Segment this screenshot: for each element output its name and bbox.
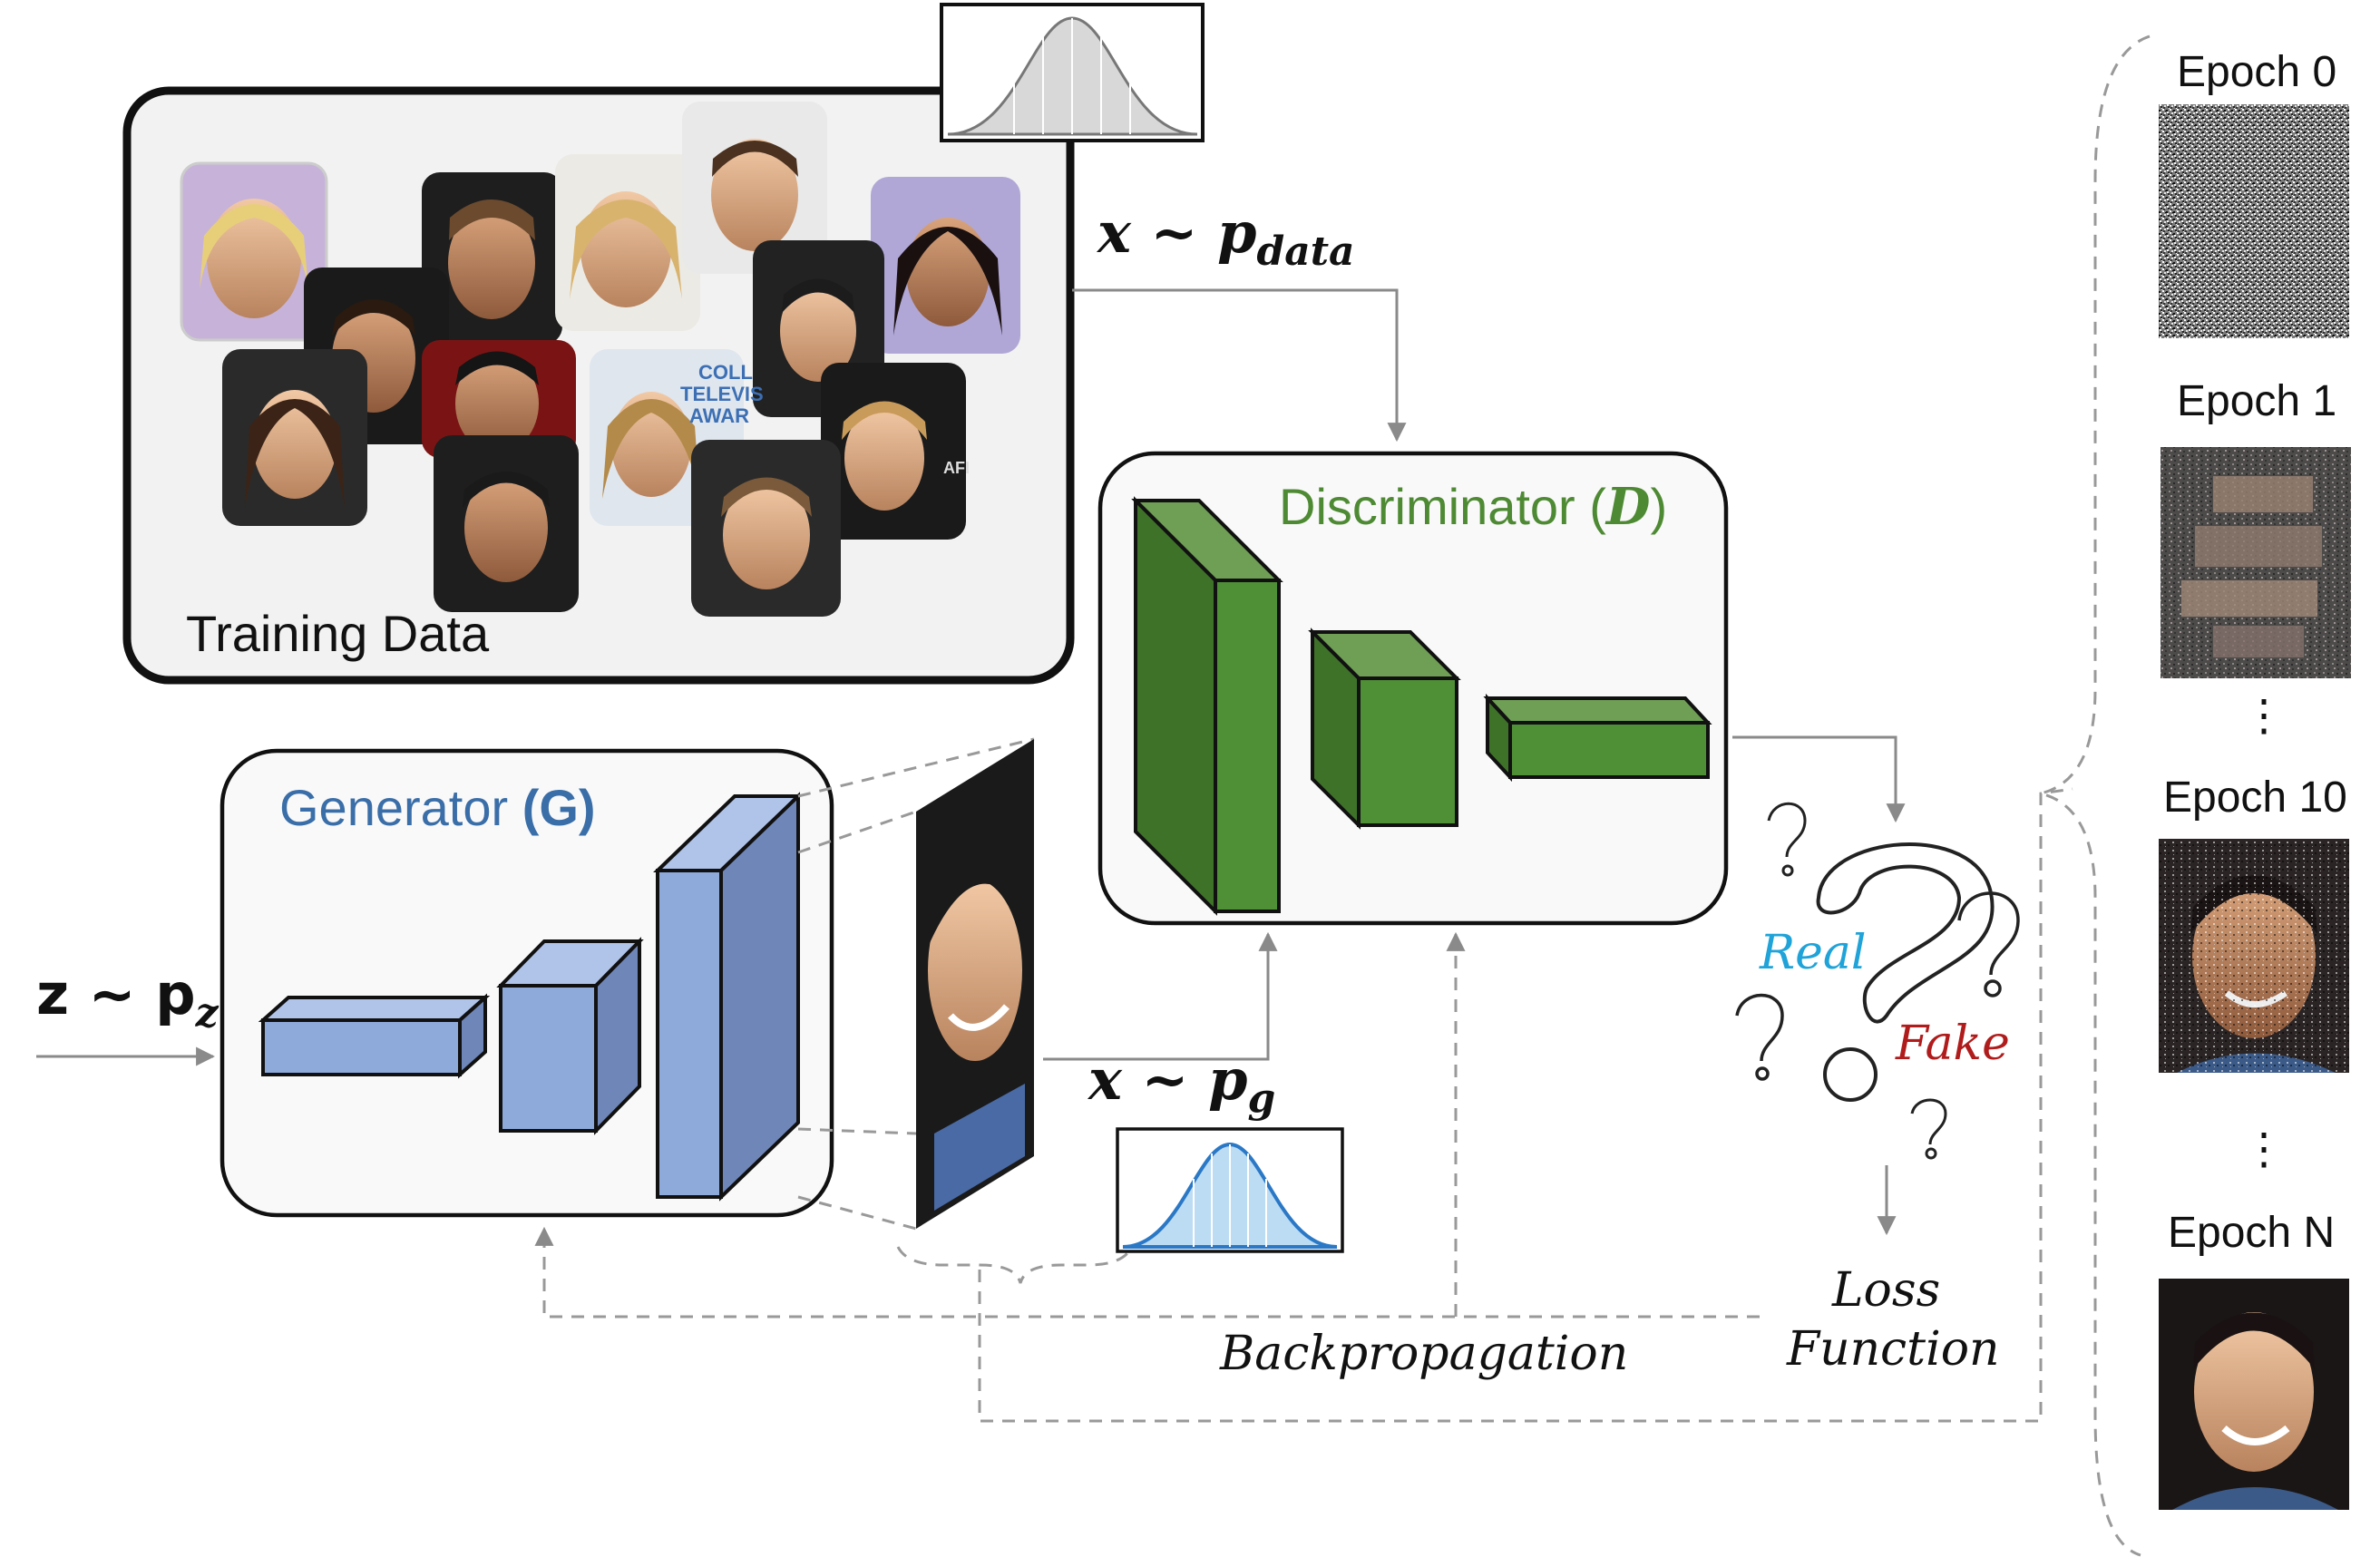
epoch-n-label: Epoch N (2168, 1209, 2335, 1257)
discriminator-title: Discriminator (D) (1279, 477, 1667, 537)
face-photo-icon (555, 154, 700, 331)
face-photo-icon (180, 161, 328, 342)
loss-function-line2: Function (1786, 1322, 2000, 1377)
bell-curve-icon (947, 16, 1198, 136)
face-photo-icon (691, 440, 841, 617)
backpropagation-label: Backpropagation (1219, 1327, 1628, 1381)
face-photo-icon (682, 102, 827, 274)
generated-to-discriminator-arrow (1043, 931, 1278, 1061)
noise-image-icon (2159, 104, 2349, 338)
face-photo-icon (928, 867, 1025, 1211)
generated-image (916, 739, 1034, 1229)
fake-label: Fake (1895, 1017, 2010, 1071)
loss-function-line1: Loss (1831, 1263, 1940, 1318)
svg-text:AWAR: AWAR (689, 404, 749, 427)
generated-distribution-chart (1116, 1127, 1344, 1253)
training-data-panel: COLL TELEVIS AWAR AFI Trainin (122, 86, 1075, 685)
discriminator-to-decision-arrow (1732, 735, 1906, 823)
face-photo-icon (422, 340, 576, 458)
epoch-ellipsis-2: ⋮ (2242, 1125, 2286, 1173)
discriminator-layer-3 (1483, 693, 1712, 783)
generator-output-projection (797, 737, 1035, 1231)
z-p-z-label: z ~ pz (36, 961, 219, 1036)
epoch-ellipsis-1: ⋮ (2242, 692, 2286, 740)
backpropagation-paths (534, 787, 2073, 1423)
svg-text:TELEVIS: TELEVIS (680, 383, 764, 405)
question-mark-icon (1816, 842, 1995, 1102)
generator-title: Generator (G) (279, 779, 596, 836)
question-mark-icon (1957, 891, 2020, 997)
question-mark-icon (1767, 802, 1807, 877)
epoch-1-image (2161, 447, 2351, 678)
question-mark-icon (1735, 993, 1784, 1081)
question-mark-icon (1910, 1098, 1947, 1160)
epoch-10-label: Epoch 10 (2163, 774, 2347, 822)
bell-curve-icon (1122, 1142, 1338, 1249)
real-label: Real (1759, 926, 1867, 980)
discriminator-panel: Discriminator (D) (1097, 451, 1729, 926)
data-to-discriminator-arrow (1072, 288, 1407, 443)
face-photo-icon (753, 240, 884, 417)
epoch-10-image (2159, 839, 2349, 1073)
face-photo-icon (434, 435, 579, 612)
epoch-0-label: Epoch 0 (2177, 48, 2336, 96)
generator-layer-2 (496, 937, 644, 1135)
epoch-list: Epoch 0 Epoch 1 ⋮ Epoch 10 ⋮ Epoch N (2159, 48, 2351, 1510)
generator-layer-1 (258, 993, 491, 1079)
epochs-brace (2040, 34, 2151, 1557)
generator-layer-3 (653, 792, 803, 1202)
data-distribution-chart (940, 3, 1205, 142)
training-face-thumbnails: COLL TELEVIS AWAR AFI (180, 102, 1020, 617)
x-p-data-label: x ~ pdata (1096, 199, 1355, 275)
generated-image-bracket (896, 1246, 1134, 1284)
epoch-n-image (2159, 1279, 2349, 1510)
face-photo-icon (222, 349, 367, 526)
x-p-g-label: x ~ pg (1087, 1046, 1275, 1122)
svg-text:COLL: COLL (698, 361, 753, 384)
svg-text:AFI: AFI (943, 459, 970, 477)
face-photo-icon (2172, 1312, 2338, 1510)
discriminator-layer-2 (1308, 628, 1461, 830)
face-photo-icon (422, 172, 562, 345)
discriminator-layer-1 (1131, 496, 1283, 916)
face-photo-icon (871, 177, 1020, 354)
training-data-label: Training Data (186, 605, 490, 662)
generator-panel: Generator (G) (219, 748, 834, 1218)
decision-area: Real Fake (1735, 802, 2020, 1160)
epoch-1-label: Epoch 1 (2177, 377, 2336, 425)
face-photo-icon: AFI (821, 363, 970, 540)
